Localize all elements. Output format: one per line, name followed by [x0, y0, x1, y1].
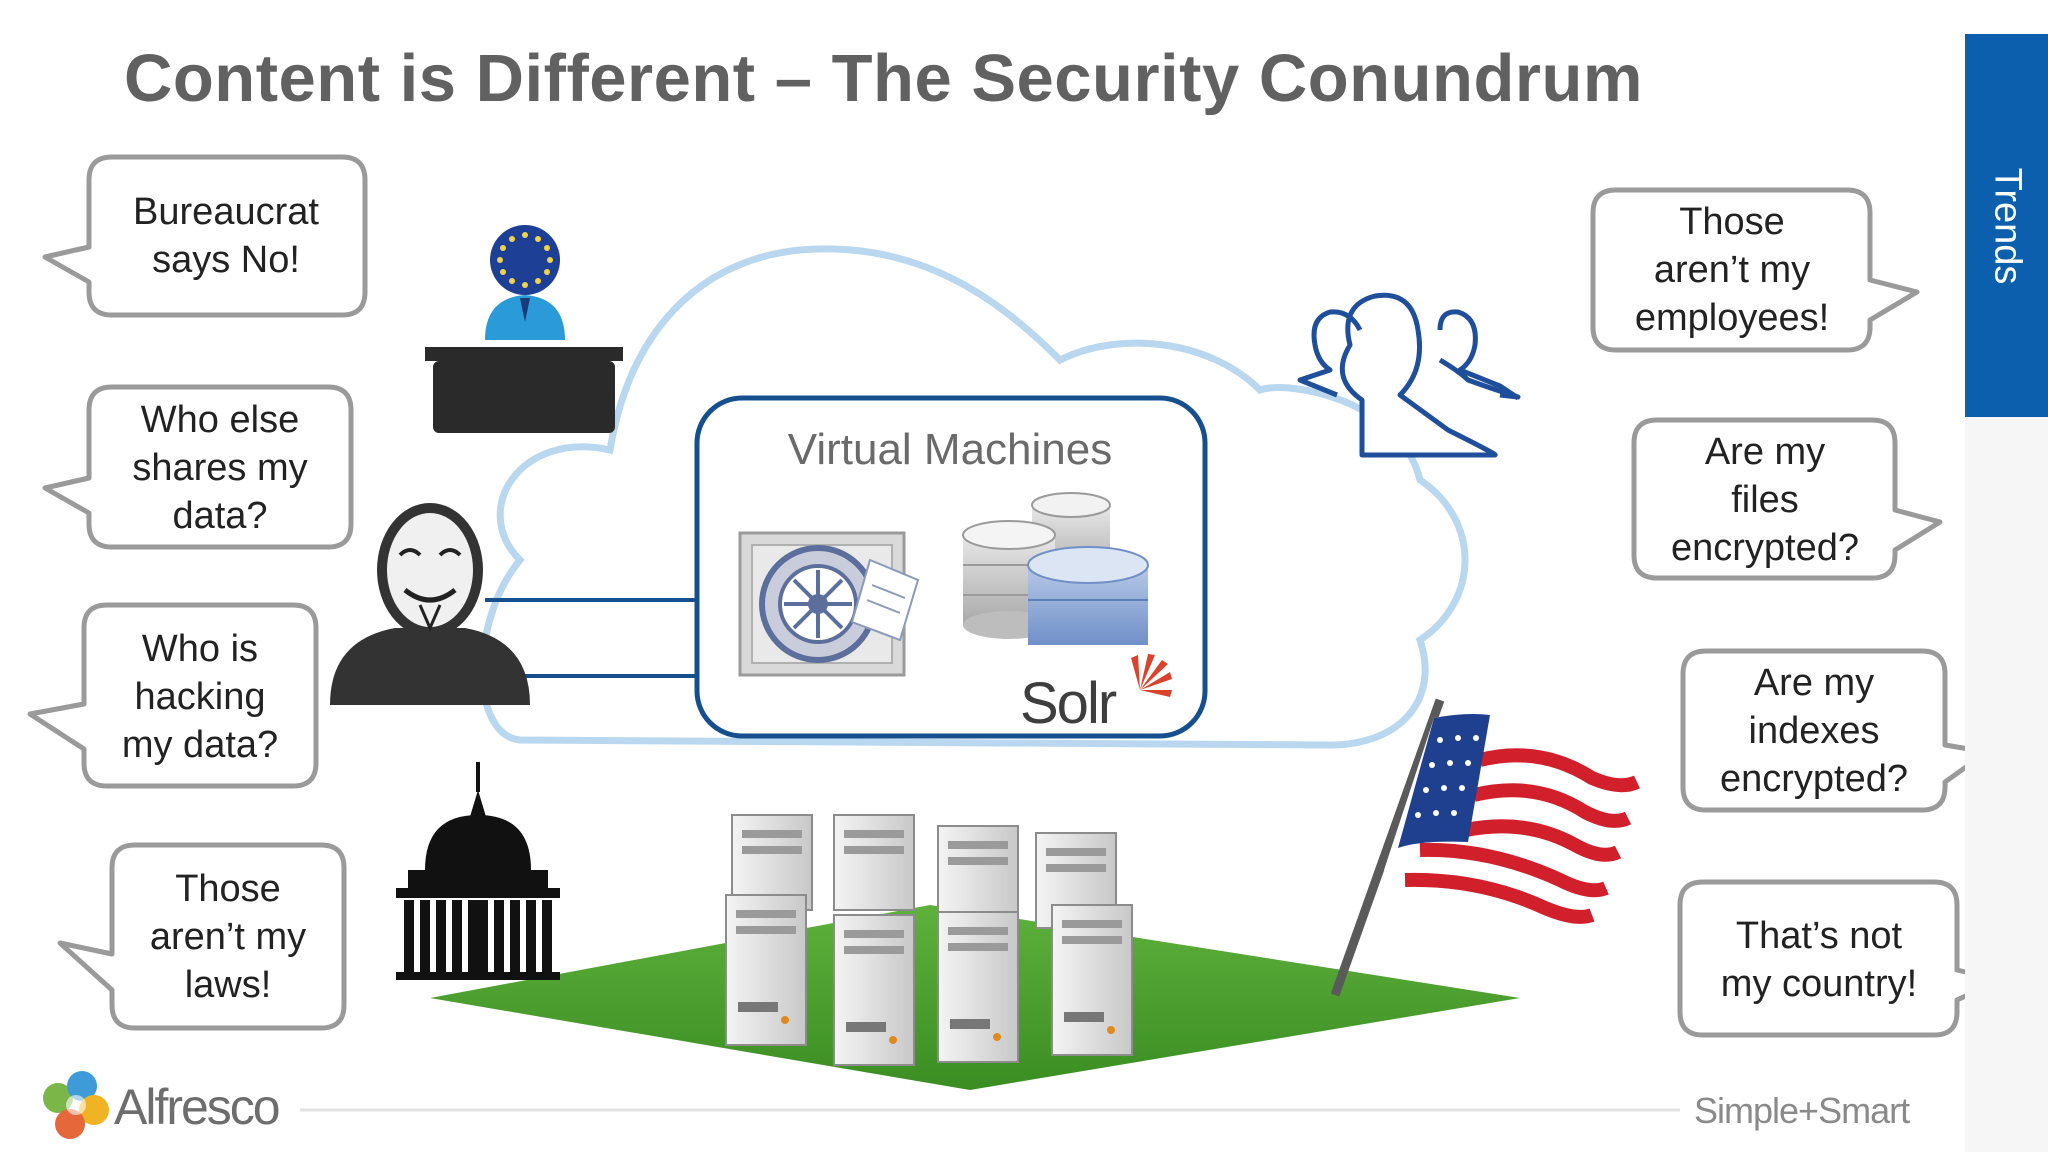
server-rack-group: [725, 814, 1133, 1066]
brand-name: Alfresco: [114, 1079, 281, 1135]
side-tab-label: Trends: [1986, 167, 2028, 284]
bubble-who-shares: [42, 384, 354, 550]
bubble-not-employees: [1590, 187, 1920, 353]
bubble-text-not-my-country: That’s not my country!: [1720, 915, 1918, 1005]
server-icon: [937, 911, 1019, 1063]
alfresco-logo-icon: [43, 1071, 109, 1139]
bubble-text-not-my-laws: Those aren’t my laws!: [149, 868, 307, 1006]
bubble-files-encrypted: [1631, 417, 1943, 581]
side-tab: Trends: [1965, 34, 2048, 417]
server-icon: [937, 825, 1019, 922]
bureaucrat-icon: [425, 225, 623, 433]
bubble-text-who-hacking: Who is hacking my data?: [121, 628, 279, 766]
bubble-text-files-encrypted: Are my files encrypted?: [1670, 431, 1859, 569]
bubble-text-bureaucrat: Bureaucrat says No!: [133, 191, 319, 281]
vault-icon: [738, 531, 920, 677]
bubble-not-my-laws: [57, 842, 347, 1031]
bubble-text-who-shares: Who else shares my data?: [132, 399, 308, 537]
server-icon: [833, 814, 915, 911]
us-flag-icon: [1330, 698, 1640, 997]
bubble-text-not-employees: Those aren’t my employees!: [1634, 201, 1830, 339]
server-icon: [833, 914, 915, 1066]
solr-label: Solr: [1020, 671, 1117, 736]
side-strip: [1965, 417, 2048, 1152]
people-group-icon: [1297, 292, 1521, 458]
capitol-icon: [396, 762, 560, 980]
slide-title: Content is Different – The Security Conu…: [124, 41, 1643, 116]
bubble-who-hacking: [27, 602, 319, 789]
server-icon: [1051, 904, 1133, 1056]
database-icon: [962, 492, 1149, 645]
bubble-bureaucrat: [42, 154, 368, 318]
solr-sunburst-icon: [1131, 654, 1172, 697]
vm-label: Virtual Machines: [787, 425, 1113, 474]
anonymous-mask-icon: [330, 503, 530, 705]
brand-tagline: Simple+Smart: [1694, 1090, 1910, 1131]
bubble-indexes-encrypted: [1680, 648, 1990, 813]
bubble-text-indexes-encrypted: Are my indexes encrypted?: [1719, 662, 1908, 800]
bubble-not-my-country: [1677, 879, 2003, 1038]
server-icon: [725, 894, 807, 1046]
